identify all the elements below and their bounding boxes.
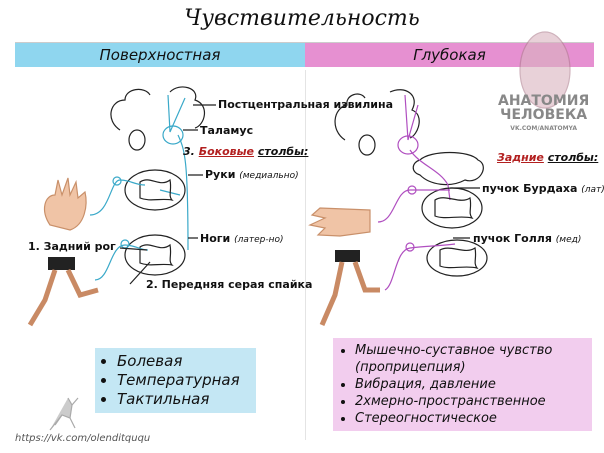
posterior-red: Задние: [497, 151, 544, 164]
runner-left-legs: [27, 268, 99, 327]
superficial-list-box: Болевая Температурная Тактильная: [95, 348, 256, 413]
right-cord-lower: [426, 239, 488, 277]
list-item: Мышечно-суставное чувство (проприцепция): [355, 342, 584, 376]
right-afferent-leg: [384, 243, 456, 291]
left-cord-upper: [124, 169, 186, 211]
left-cord-lower: [124, 234, 186, 276]
header-superficial: Поверхностная: [15, 43, 305, 67]
burdach-note: (лат): [581, 185, 604, 195]
burdach-text: пучок Бурдаха: [482, 182, 578, 195]
page-title: Чувствительность: [184, 6, 420, 31]
right-pointer-lines: [450, 187, 480, 239]
label-anterior-commissure: 2. Передняя серая спайка: [146, 278, 313, 291]
label-legs: Ноги (латер-но): [200, 232, 283, 245]
logo-line2: ЧЕЛОВЕКА: [500, 107, 588, 123]
runner-left-shorts: [48, 257, 75, 270]
list-item: Вибрация, давление: [355, 376, 584, 393]
lateral-num: 3.: [183, 145, 195, 158]
right-brainstem: [412, 151, 484, 186]
logo-line1: АНАТОМИЯ: [498, 93, 590, 109]
arms-note: (медиально): [239, 171, 299, 181]
deep-list-box: Мышечно-суставное чувство (проприцепция)…: [333, 338, 592, 431]
pointer-lines: [119, 104, 216, 285]
runner-right-legs: [319, 261, 380, 326]
label-thalamus: Таламус: [200, 124, 254, 137]
deer-watermark-icon: [49, 397, 79, 431]
lateral-rest: столбы:: [257, 145, 309, 158]
list-item: 2хмерно-пространственное: [355, 393, 584, 410]
logo-torso-icon: [519, 31, 571, 109]
posterior-rest: столбы:: [547, 151, 599, 164]
label-postcentral-gyrus: Постцентральная извилина: [218, 98, 394, 111]
right-ganglion-arm: [407, 185, 417, 195]
label-arms: Руки (медиально): [205, 168, 299, 181]
legs-note: (латер-но): [234, 235, 284, 245]
lateral-red: Боковые: [198, 145, 255, 158]
runner-right-shorts: [335, 250, 360, 262]
right-afferent-arm: [377, 189, 450, 223]
right-cord-upper: [421, 187, 483, 229]
label-posterior-columns: Задние столбы:: [497, 151, 598, 164]
goll-text: пучок Голля: [473, 232, 552, 245]
left-cord-lower-gray: [139, 243, 174, 266]
list-item: Температурная: [117, 371, 248, 390]
left-tract: [159, 94, 189, 251]
list-item: Болевая: [117, 352, 248, 371]
right-brain-cortex: [389, 89, 420, 139]
watermark-url: https://vk.com/olenditququ: [15, 433, 151, 444]
left-brain-outline: [110, 88, 151, 131]
left-afferent-leg: [94, 244, 149, 281]
arms-text: Руки: [205, 168, 236, 181]
label-burdach: пучок Бурдаха (лат): [482, 182, 604, 195]
column-divider: [305, 70, 306, 440]
label-dorsal-horn: 1. Задний рог: [28, 240, 116, 253]
left-brain-cortex: [169, 86, 205, 129]
left-cord-upper-gray: [139, 178, 174, 201]
hand-right-image: [308, 207, 371, 237]
left-afferent-arm: [89, 179, 146, 216]
right-cord-lower-gray: [439, 246, 479, 270]
legs-text: Ноги: [200, 232, 231, 245]
left-ganglion-arm: [112, 176, 122, 186]
list-item: Тактильная: [117, 390, 248, 409]
label-goll: пучок Голля (мед): [473, 232, 581, 245]
label-lateral-columns: 3. Боковые столбы:: [183, 145, 308, 158]
goll-note: (мед): [555, 235, 582, 245]
right-ventricle: [358, 134, 376, 156]
right-tract: [404, 94, 451, 201]
left-ventricle: [128, 129, 146, 151]
title-rule: [15, 42, 594, 43]
right-ganglion-leg: [405, 242, 415, 252]
right-cord-upper-gray: [434, 196, 474, 220]
right-brain-outline: [334, 93, 366, 141]
list-item: Стереогностическое: [355, 410, 584, 427]
hand-left-image: [43, 177, 87, 231]
logo-line3: VK.COM/ANATOMYA: [510, 125, 577, 132]
left-ganglion-leg: [120, 239, 130, 249]
